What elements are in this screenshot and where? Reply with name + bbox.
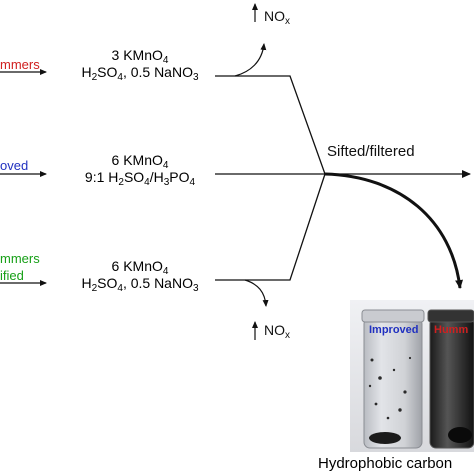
- photo-label-improved: Improved: [369, 324, 419, 336]
- left-vial: [363, 317, 423, 449]
- reagent-sub: 4: [189, 177, 196, 188]
- nox-text: NO: [264, 322, 285, 338]
- reagent-sub: 4: [162, 55, 169, 66]
- improved-text: oved: [0, 158, 29, 173]
- bottom-nox-arrow: [244, 279, 269, 307]
- reagent-sub: 3: [192, 283, 199, 294]
- reagent-sub: 3: [192, 72, 199, 83]
- reagents-modified: 6 KMnO4 H2SO4, 0.5 NaNO3: [50, 258, 230, 294]
- process-label: Sifted/filtered: [327, 143, 415, 160]
- reagent-text: SO: [97, 275, 118, 291]
- product-curve-arrow: [324, 172, 464, 289]
- caption: Hydrophobic carbon: [318, 455, 453, 472]
- reagent-text: H: [81, 275, 92, 291]
- reagent-text: 6 KMnO: [111, 258, 163, 274]
- reagent-sub: 2: [91, 72, 98, 83]
- reagents-improved: 6 KMnO4 9:1 H2SO4/H3PO4: [50, 152, 230, 188]
- method-label-modified: mmers ified: [0, 250, 40, 284]
- top-nox-arrow: [234, 43, 267, 77]
- reagent-text: , 0.5 NaNO: [122, 64, 193, 80]
- reagent-sub: 4: [117, 283, 123, 294]
- reagent-line2: 9:1 H2SO4/H3PO4: [50, 169, 230, 188]
- nox-sub: x: [285, 16, 290, 27]
- reagent-line1: 3 KMnO4: [50, 47, 230, 66]
- reagents-hummers: 3 KMnO4 H2SO4, 0.5 NaNO3: [50, 47, 230, 83]
- reagent-text: 6 KMnO: [111, 152, 163, 168]
- nox-text: NO: [264, 8, 285, 24]
- nox-label-top: NOx: [264, 8, 290, 27]
- reagent-text: /H: [149, 169, 164, 185]
- reagent-line1: 6 KMnO4: [50, 258, 230, 277]
- reagent-text: H: [81, 64, 92, 80]
- reagent-line2: H2SO4, 0.5 NaNO3: [50, 275, 230, 294]
- reagent-sub: 3: [163, 177, 170, 188]
- photo-label-hummers: Humm: [434, 324, 469, 336]
- method-label-improved: oved: [0, 158, 28, 173]
- modified-text-line1: mmers: [0, 251, 40, 266]
- bottom-branch-line: [215, 173, 326, 281]
- reagent-text: 9:1 H: [84, 169, 119, 185]
- reagent-text: , 0.5 NaNO: [122, 275, 193, 291]
- vials-illustration: [350, 300, 474, 452]
- reagent-line2: H2SO4, 0.5 NaNO3: [50, 64, 230, 83]
- reagent-sub: 2: [91, 283, 98, 294]
- nox-label-bottom: NOx: [264, 322, 290, 341]
- top-branch-line: [215, 75, 326, 175]
- reagent-text: PO: [169, 169, 190, 185]
- reagent-sub: 4: [144, 177, 150, 188]
- method-label-hummers: mmers: [0, 57, 40, 72]
- reagent-sub: 4: [117, 72, 123, 83]
- nox-sub: x: [285, 330, 290, 341]
- modified-text-line2: ified: [0, 268, 24, 283]
- reagent-sub: 4: [162, 160, 169, 171]
- left-vial-sediment: [369, 432, 401, 444]
- reagent-sub: 2: [118, 177, 124, 188]
- reagent-sub: 4: [162, 266, 169, 277]
- product-photo: Improved Humm: [350, 300, 474, 452]
- reagent-text: SO: [123, 169, 145, 185]
- hummers-text: mmers: [0, 57, 40, 72]
- reagent-text: 3 KMnO: [111, 47, 163, 63]
- right-vial: [429, 317, 474, 449]
- reagent-line1: 6 KMnO4: [50, 152, 230, 171]
- reagent-text: SO: [97, 64, 118, 80]
